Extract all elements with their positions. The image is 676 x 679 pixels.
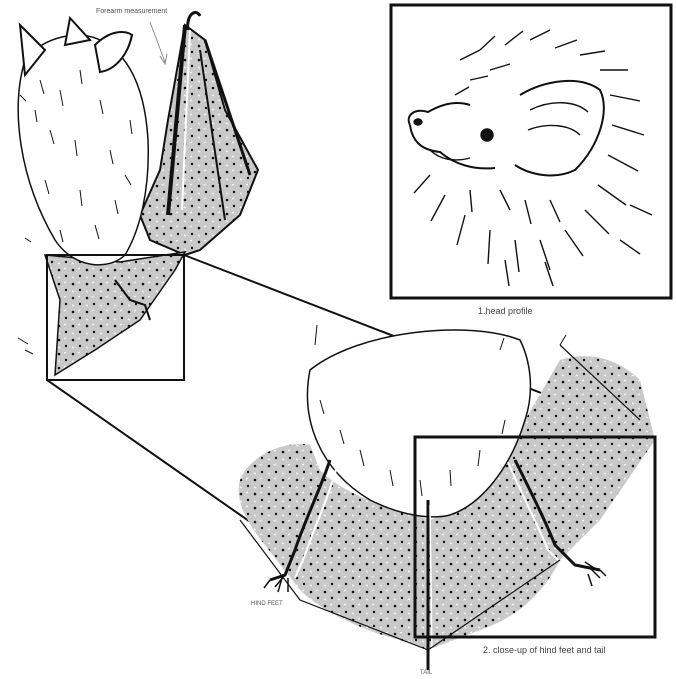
tail-label: TAIL xyxy=(420,670,432,676)
head-profile-caption: 1.head profile xyxy=(478,306,533,316)
closeup-bat xyxy=(239,325,655,670)
forearm-measurement-label: Forearm measurement xyxy=(96,8,167,15)
bat-body xyxy=(18,35,148,265)
tail-membrane xyxy=(45,252,185,375)
hind-feet-label: HIND FEET xyxy=(251,601,283,607)
hanging-bat xyxy=(18,12,258,375)
forearm-pointer xyxy=(150,22,165,62)
folded-wing xyxy=(140,25,258,255)
hind-closeup-caption: 2. close-up of hind feet and tail xyxy=(483,645,606,655)
